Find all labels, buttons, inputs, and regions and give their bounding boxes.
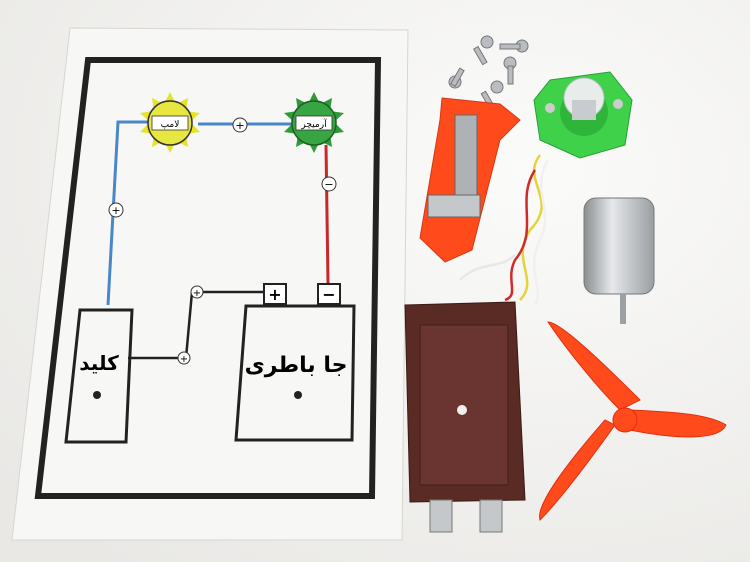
svg-text:+: + <box>111 204 120 217</box>
svg-text:−: − <box>324 178 333 191</box>
wire-bundle <box>459 154 550 306</box>
plus-marker-top: + <box>232 117 248 133</box>
svg-text:−: − <box>322 285 335 304</box>
lamp-symbol: لامپ <box>140 92 200 153</box>
plus-marker-left: + <box>108 202 124 218</box>
lamp-holder <box>533 71 633 159</box>
svg-text:+: + <box>193 288 201 299</box>
battery-minus-terminal: − <box>317 283 341 305</box>
circuit-card: لامپ آرمیچر + − + + + + − کلید جا باطری <box>11 27 409 541</box>
lamp-label: لامپ <box>161 120 180 130</box>
svg-text:+: + <box>180 354 188 365</box>
red-wire <box>324 144 330 284</box>
plus-marker-black-top: + <box>190 285 204 299</box>
switch-label: کلید <box>79 351 119 375</box>
svg-text:+: + <box>235 119 244 132</box>
battery-label: جا باطری <box>245 353 348 378</box>
screws <box>448 35 529 109</box>
battery-plus-terminal: + <box>263 283 287 305</box>
switch-box: کلید <box>64 308 134 444</box>
battery-box: جا باطری <box>234 304 356 442</box>
black-wire <box>128 290 275 360</box>
armature-symbol: آرمیچر <box>284 92 344 153</box>
propeller <box>539 321 727 521</box>
dc-motor <box>583 197 655 324</box>
svg-text:+: + <box>268 285 281 304</box>
plus-marker-black-bottom: + <box>177 351 191 365</box>
battery-holder <box>404 301 526 533</box>
blue-wire-left <box>106 120 150 306</box>
armature-label: آرمیچر <box>300 118 327 130</box>
red-switch <box>419 97 521 263</box>
minus-marker-red: − <box>321 176 337 192</box>
